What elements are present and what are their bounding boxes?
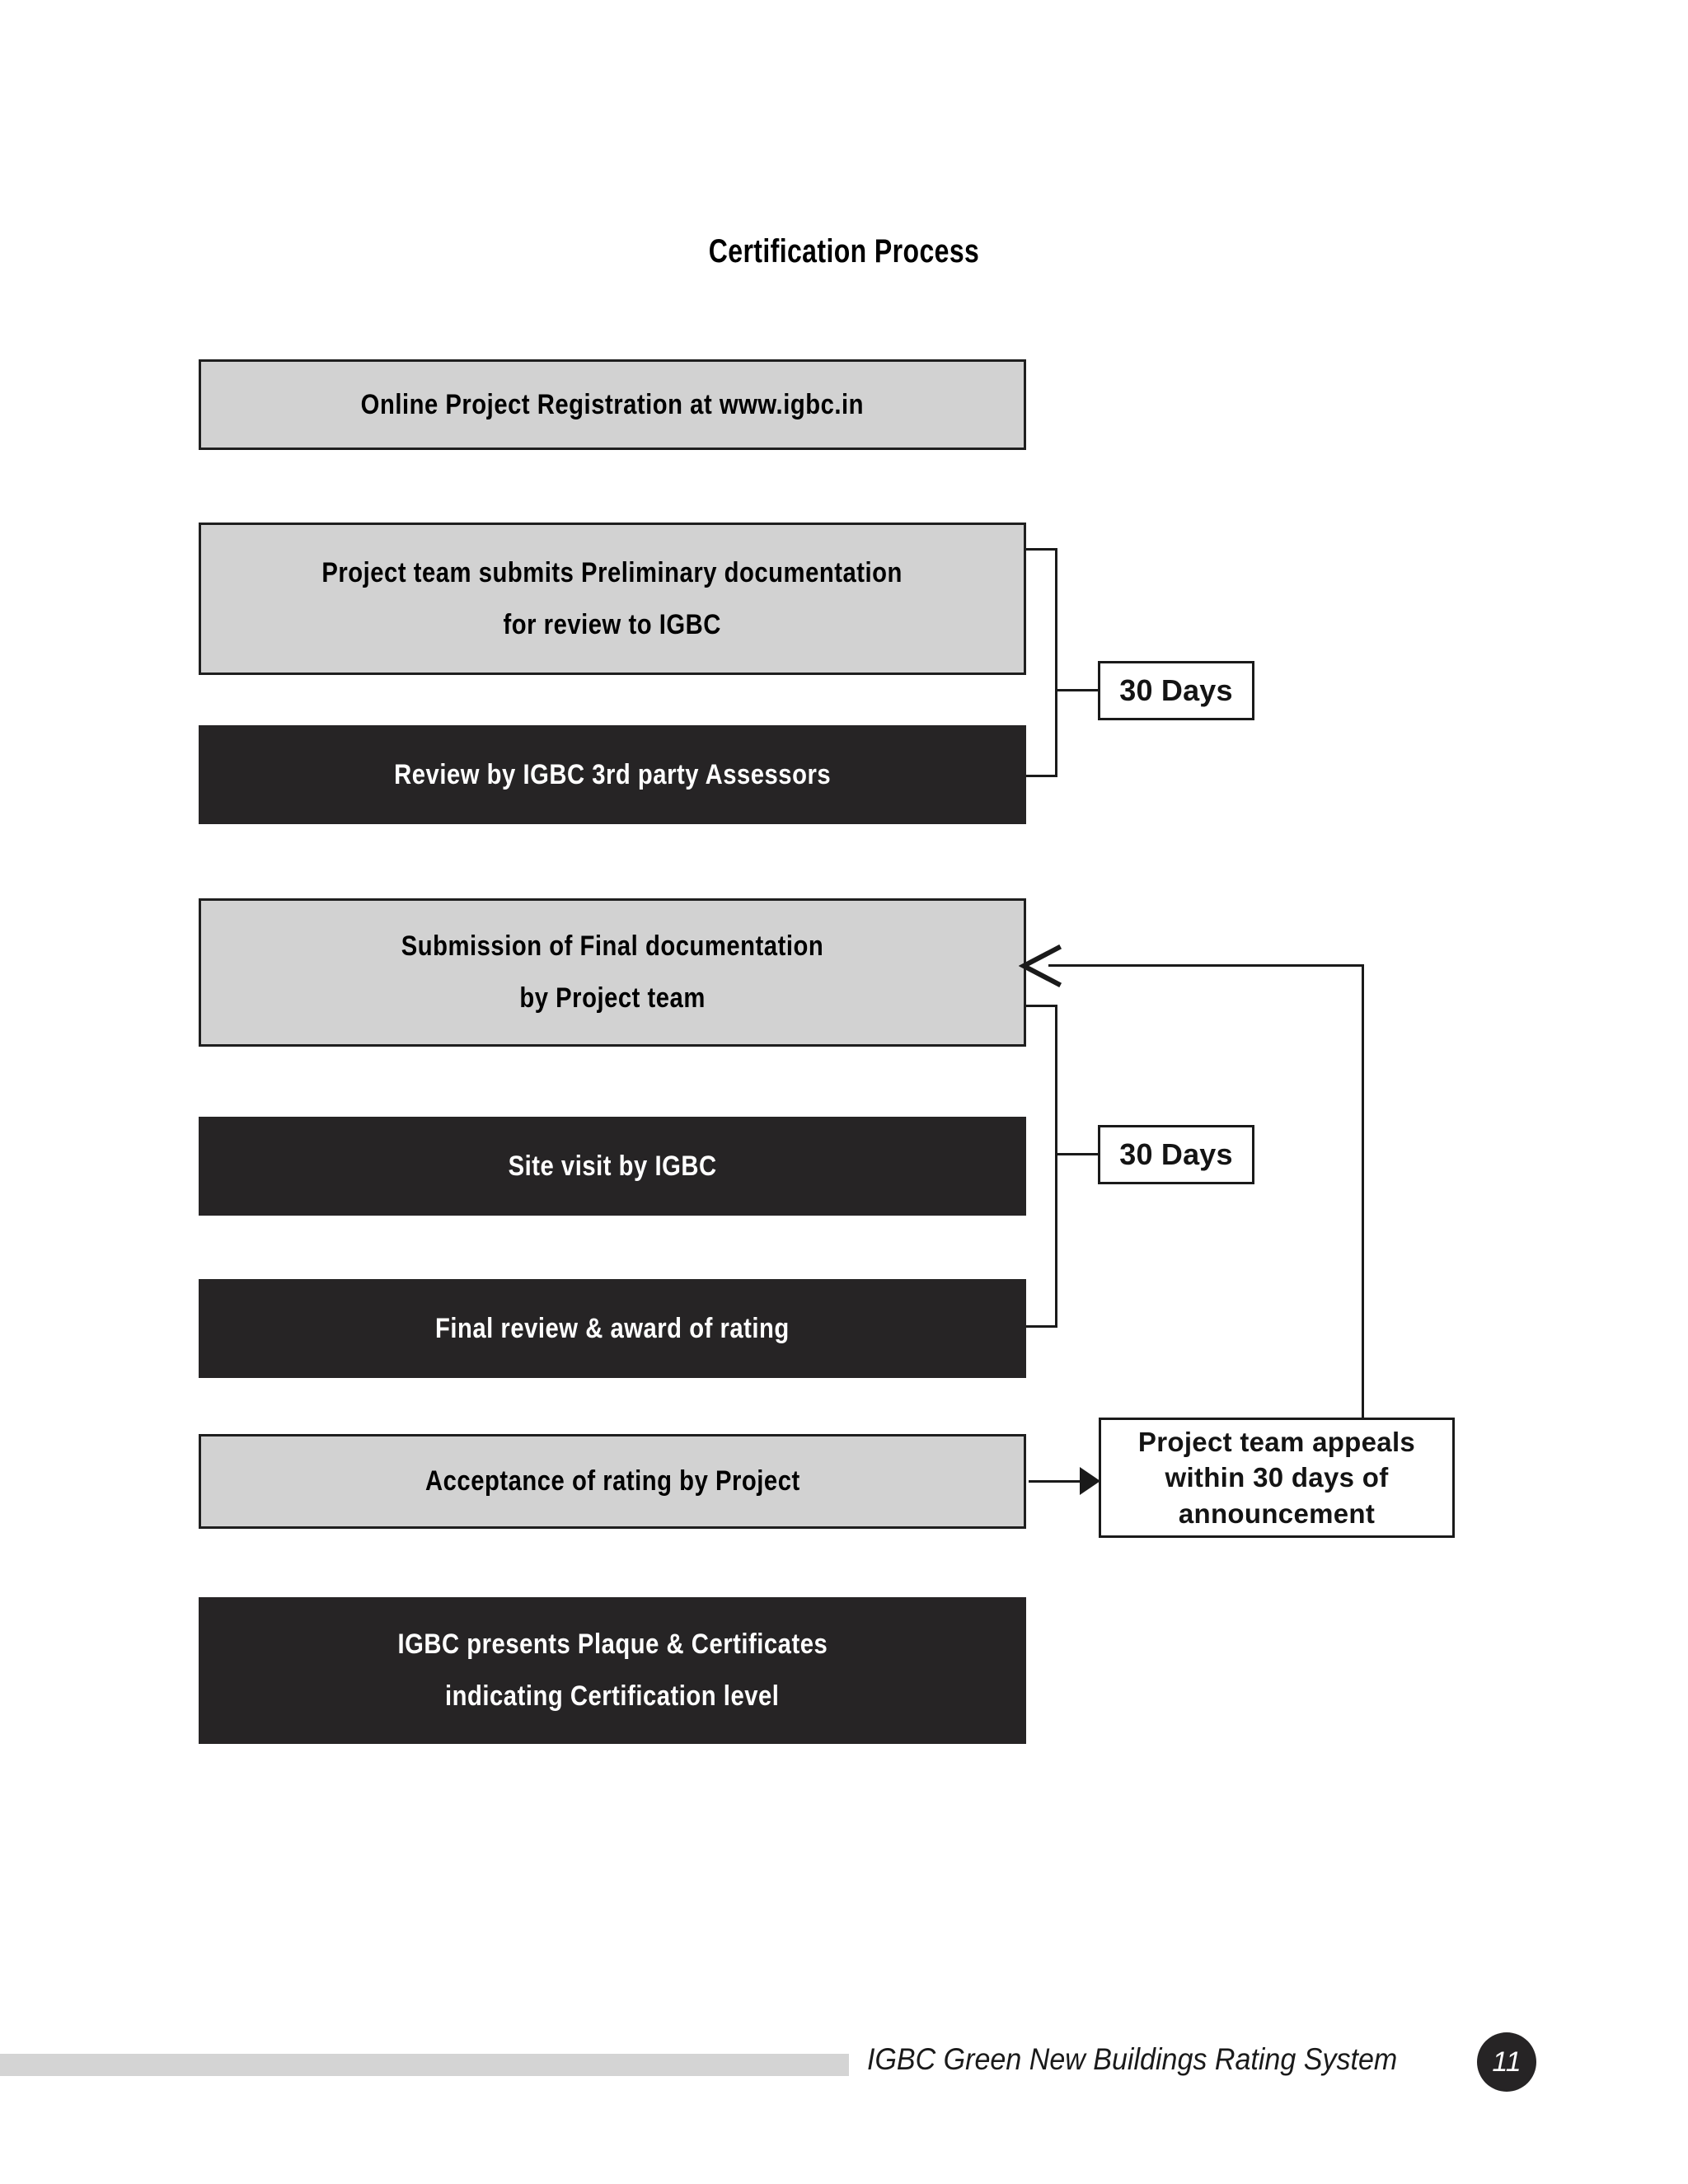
flow-step-final-review-award: Final review & award of rating [199,1279,1026,1378]
flow-step-label: Final review & award of rating [435,1312,790,1344]
appeals-loopback-horizontal [1048,964,1364,967]
page-number-badge: 11 [1477,2032,1536,2092]
appeals-note-box: Project team appeals within 30 days of a… [1099,1418,1455,1538]
appeals-loopback-vertical [1362,964,1364,1419]
flow-step-label: Online Project Registration at www.igbc.… [360,388,865,420]
duration-label-text: 30 Days [1119,1137,1233,1171]
flow-step-label-line2: indicating Certification level [445,1680,780,1712]
bracket2-top-stub [1026,1005,1057,1007]
flow-step-label: Site visit by IGBC [508,1150,717,1182]
footer-rule-bar [0,2054,849,2076]
bracket2-label-stub [1055,1153,1100,1155]
bracket1-bottom-stub [1026,775,1057,777]
flow-step-site-visit: Site visit by IGBC [199,1117,1026,1216]
bracket1-spine [1055,548,1057,777]
flow-step-label-line1: Project team submits Preliminary documen… [321,556,903,588]
duration-label-text: 30 Days [1119,673,1233,707]
appeals-line2: within 30 days of [1165,1462,1389,1493]
appeals-line3: announcement [1178,1497,1376,1529]
flow-step-review-by-assessors: Review by IGBC 3rd party Assessors [199,725,1026,824]
bracket2-spine [1055,1005,1057,1328]
bracket2-bottom-stub [1026,1325,1057,1328]
duration-label-30-days-review: 30 Days [1098,661,1254,720]
flow-step-online-project-registration: Online Project Registration at www.igbc.… [199,359,1026,450]
flow-step-final-documentation-submission: Submission of Final documentation by Pro… [199,898,1026,1047]
page-title: Certification Process [708,233,980,269]
flow-step-label: Acceptance of rating by Project [424,1465,800,1497]
appeals-line1: Project team appeals [1137,1426,1416,1457]
flow-step-acceptance-of-rating: Acceptance of rating by Project [199,1434,1026,1529]
flow-step-label-line2: for review to IGBC [503,608,722,640]
flow-step-label-line2: by Project team [519,982,706,1014]
flow-step-label-line1: IGBC presents Plaque & Certificates [397,1629,828,1660]
flow-step-label-line1: Submission of Final documentation [401,930,824,962]
flow-step-preliminary-documentation: Project team submits Preliminary documen… [199,523,1026,675]
bracket1-top-stub [1026,548,1057,551]
bracket1-label-stub [1055,689,1100,691]
flow-step-label: Review by IGBC 3rd party Assessors [393,758,832,790]
duration-label-30-days-final: 30 Days [1098,1125,1254,1184]
appeals-loopback-arrowhead [1019,944,1062,987]
acceptance-to-appeals-arrowhead [1080,1467,1100,1495]
page-number-text: 11 [1492,2046,1522,2078]
acceptance-to-appeals-line [1029,1480,1088,1483]
flow-step-plaque-and-certificates: IGBC presents Plaque & Certificates indi… [199,1597,1026,1744]
footer-title: IGBC Green New Buildings Rating System [867,2042,1398,2076]
